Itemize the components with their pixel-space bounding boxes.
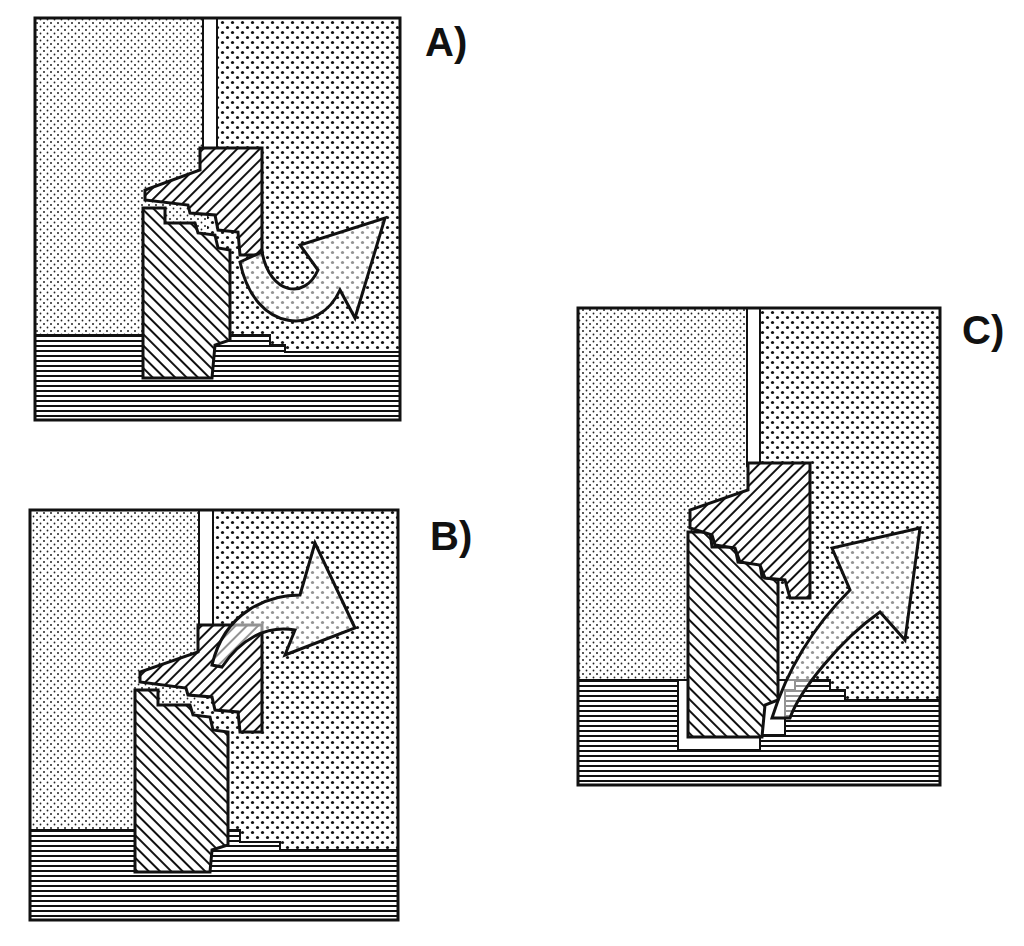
panel-b [30,510,398,920]
panel-c [578,308,940,785]
panel-label: B) [430,516,472,556]
panel-a [35,18,400,420]
panel-label: C) [962,310,1004,350]
panel-label: A) [425,22,467,62]
